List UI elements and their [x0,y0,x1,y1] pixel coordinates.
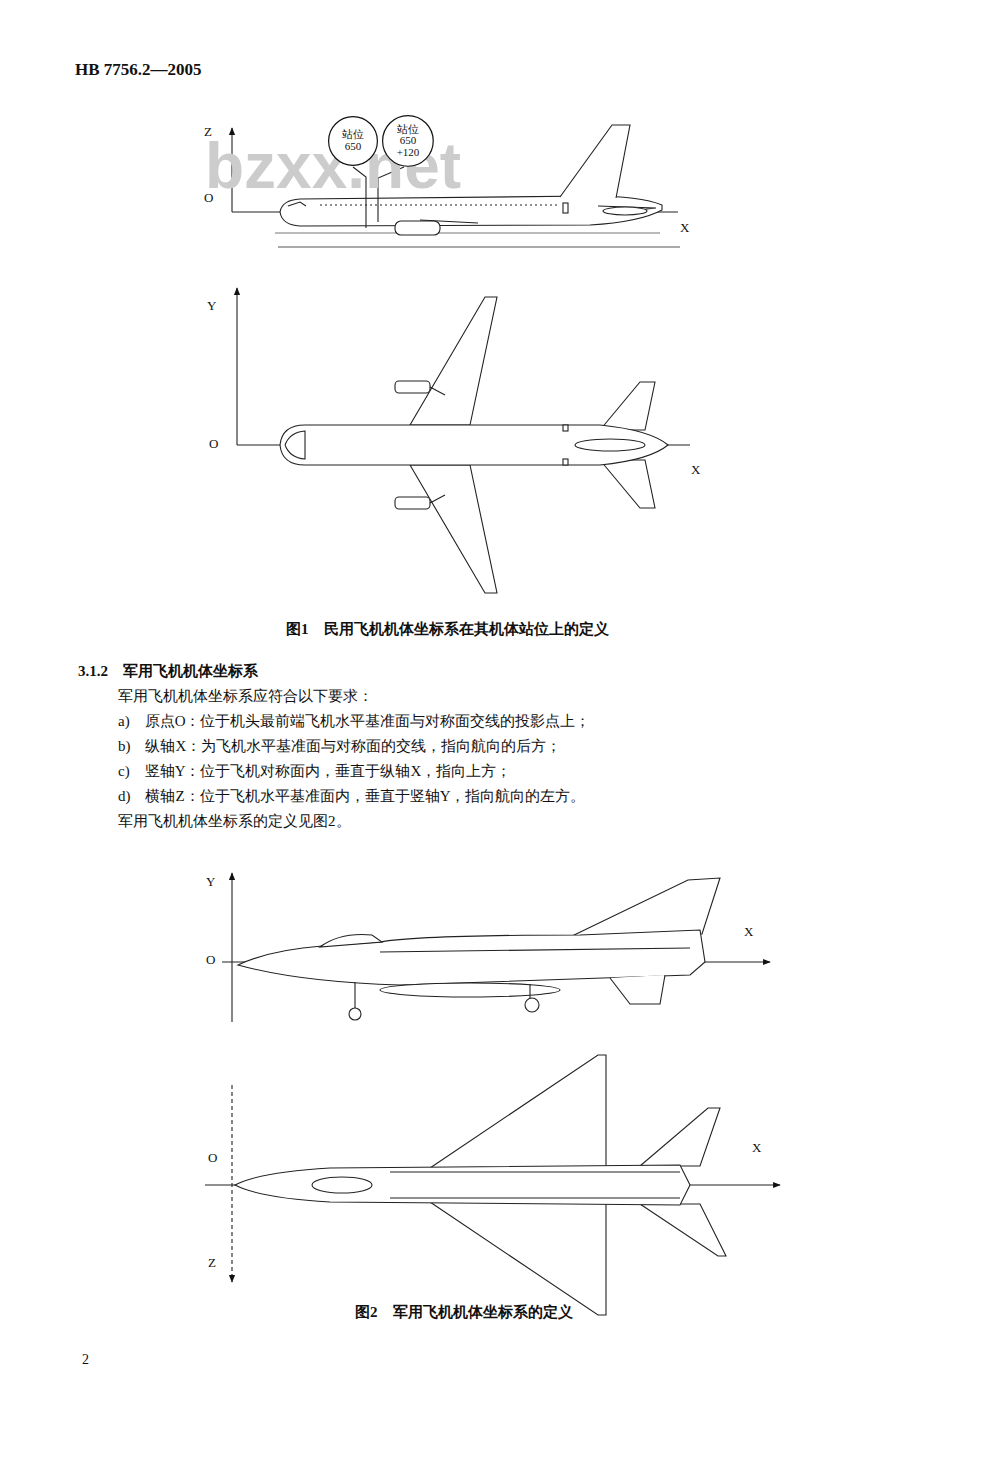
axis-label: O [209,436,218,452]
section-heading: 3.1.2 军用飞机机体坐标系 [78,662,258,680]
axis-label: O [208,1150,217,1166]
fighter-top [235,1055,726,1315]
station-circle: 站位 650 +120 [382,115,434,167]
fighter-side [238,878,720,1020]
station-text: 站位 650 [338,129,368,152]
body-text: 军用飞机机体坐标系的定义见图2。 [118,812,351,830]
axis-label: O [204,190,213,206]
axis-label: O [206,952,215,968]
list-item: d) 横轴Z：位于飞机水平基准面内，垂直于竖轴Y，指向航向的左方。 [118,787,586,805]
list-item: a) 原点O：位于机头最前端飞机水平基准面与对称面交线的投影点上； [118,712,591,730]
airliner-top [280,297,668,593]
ground-line [278,246,680,247]
axis-label: Z [204,124,212,140]
axis-label: X [691,462,700,478]
document-number: HB 7756.2—2005 [75,60,202,80]
figure-caption: 图2 军用飞机机体坐标系的定义 [355,1303,573,1321]
reference-line [275,232,660,233]
list-item: c) 竖轴Y：位于飞机对称面内，垂直于纵轴X，指向上方； [118,762,511,780]
y-axis [231,873,232,1022]
axis-label: Y [206,874,215,890]
station-circle: 站位 650 [328,116,378,166]
axis-label: Y [207,298,216,314]
station-text: 站位 650 +120 [393,124,423,159]
body-text: 军用飞机机体坐标系应符合以下要求： [118,687,373,705]
page-number: 2 [82,1352,89,1369]
axis-label: X [744,924,753,940]
axis-label: X [680,220,689,236]
y-axis [236,288,237,445]
axis-label: X [752,1140,761,1156]
z-axis [231,1085,232,1282]
axis-label: Z [208,1255,216,1271]
list-item: b) 纵轴X：为飞机水平基准面与对称面的交线，指向航向的后方； [118,737,561,755]
figure-caption: 图1 民用飞机机体坐标系在其机体站位上的定义 [286,620,609,638]
